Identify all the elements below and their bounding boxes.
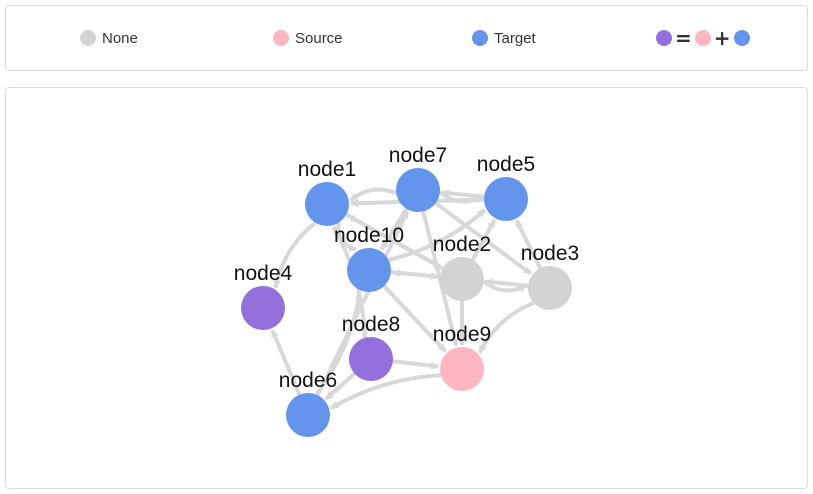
edge-node1-node4 (273, 221, 317, 289)
legend-item-both[interactable]: = + (656, 28, 750, 48)
edge-node2-node3 (482, 279, 528, 293)
edge-node6-node4 (270, 329, 302, 396)
graph-node-node9[interactable]: node9 (433, 323, 491, 391)
edge-node3-node2 (484, 278, 529, 288)
legend-label-target: Target (494, 29, 536, 47)
target-color-swatch (472, 30, 488, 46)
edge-node10-node5 (388, 208, 487, 262)
node-label: node1 (298, 158, 356, 181)
target-color-swatch-small (733, 30, 750, 46)
nodes-layer: node1 node2 node3 node4 node5 node6 node7 node8… (234, 144, 579, 437)
graph-node-node6[interactable]: node6 (279, 369, 337, 437)
edge-node8-node6 (324, 372, 356, 401)
node-circle[interactable] (241, 286, 285, 330)
edge-node1-node10 (336, 222, 358, 252)
node-label: node2 (433, 233, 491, 256)
node-circle[interactable] (286, 393, 330, 437)
edge-node10-node2 (390, 270, 440, 280)
source-color-swatch (273, 30, 289, 46)
edge-node7-node1 (349, 187, 398, 202)
graph-node-node3[interactable]: node3 (521, 242, 579, 310)
node-label: node5 (477, 153, 535, 176)
node-label: node10 (334, 224, 404, 247)
node-circle[interactable] (440, 347, 484, 391)
node-label: node3 (521, 242, 579, 265)
edge-node8-node9 (392, 359, 440, 370)
plus-icon: + (713, 26, 731, 50)
both-color-swatch (656, 30, 672, 46)
network-graph[interactable]: node1 node2 node3 node4 node5 node6 node7 node8… (6, 88, 807, 488)
legend-panel: None Source Target = + (5, 5, 808, 71)
edge-node3-node9 (477, 301, 535, 354)
node-circle[interactable] (440, 257, 484, 301)
legend-label-source: Source (295, 29, 343, 47)
node-label: node9 (433, 323, 491, 346)
node-label: node8 (342, 313, 400, 336)
node-circle[interactable] (347, 248, 391, 292)
node-label: node4 (234, 262, 293, 285)
graph-node-node4[interactable]: node4 (234, 262, 293, 330)
edge-node9-node6 (329, 373, 442, 410)
graph-node-node5[interactable]: node5 (477, 153, 535, 221)
graph-node-node1[interactable]: node1 (298, 158, 356, 226)
edge-node10-node9 (382, 284, 448, 353)
edge-node7-node3 (434, 201, 532, 276)
edge-node3-node5 (514, 219, 543, 270)
node-circle[interactable] (349, 337, 393, 381)
source-color-swatch-small (694, 30, 711, 46)
graph-node-node7[interactable]: node7 (389, 144, 447, 212)
graph-node-node2[interactable]: node2 (433, 233, 491, 301)
legend-item-none[interactable]: None (80, 28, 138, 48)
legend-item-target[interactable]: Target (472, 28, 536, 48)
edge-node5-node7 (440, 189, 485, 199)
node-circle[interactable] (305, 182, 349, 226)
graph-panel: node1 node2 node3 node4 node5 node6 node7 node8… (5, 87, 808, 489)
node-label: node6 (279, 369, 337, 392)
node-circle[interactable] (396, 168, 440, 212)
node-circle[interactable] (528, 266, 572, 310)
legend-item-source[interactable]: Source (273, 28, 343, 48)
none-color-swatch (80, 30, 96, 46)
legend-label-none: None (102, 29, 138, 47)
node-label: node7 (389, 144, 447, 167)
graph-node-node10[interactable]: node10 (334, 224, 404, 292)
graph-node-node8[interactable]: node8 (342, 313, 400, 381)
equals-icon: = (675, 26, 692, 50)
node-circle[interactable] (484, 177, 528, 221)
